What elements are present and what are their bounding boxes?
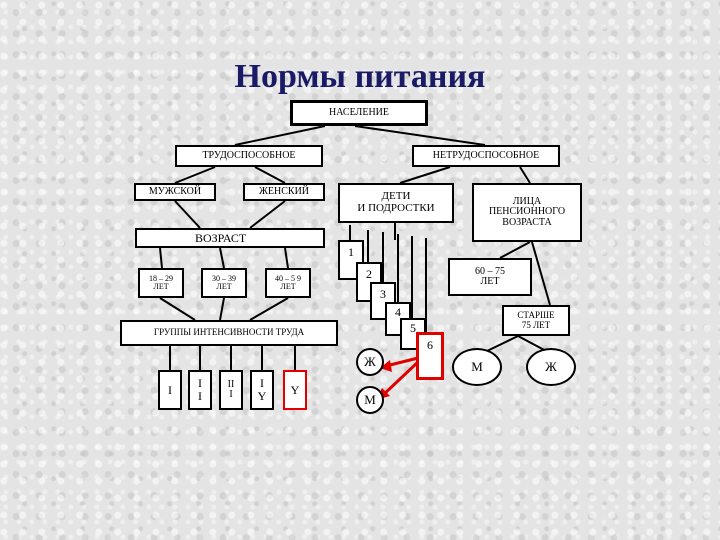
group-3-box: II I xyxy=(219,370,243,410)
group-5-box: Y xyxy=(283,370,307,410)
pensioners-box: ЛИЦА ПЕНСИОННОГО ВОЗРАСТА xyxy=(472,183,582,242)
children-male-circle: М xyxy=(356,386,384,414)
age-box: ВОЗРАСТ xyxy=(135,228,325,248)
age-18-29-box: 18 – 29 ЛЕТ xyxy=(138,268,184,298)
age-40-59-box: 40 – 5 9 ЛЕТ xyxy=(265,268,311,298)
group-2-box: I I xyxy=(188,370,212,410)
over-75-box: СТАРШЕ 75 ЛЕТ xyxy=(502,305,570,336)
group-4-box: I Y xyxy=(250,370,274,410)
children-female-circle: Ж xyxy=(356,348,384,376)
female-box: ЖЕНСКИЙ xyxy=(243,183,325,201)
children-group-6: 6 xyxy=(416,332,444,380)
population-box: НАСЕЛЕНИЕ xyxy=(290,100,428,126)
disabled-box: НЕТРУДОСПОСОБНОЕ xyxy=(412,145,560,167)
age-60-75-box: 60 – 75 ЛЕТ xyxy=(448,258,532,296)
pensioner-male-circle: М xyxy=(452,348,502,386)
age-30-39-box: 30 – 39 ЛЕТ xyxy=(201,268,247,298)
pensioner-female-circle: Ж xyxy=(526,348,576,386)
page-title: Нормы питания xyxy=(234,58,486,95)
male-box: МУЖСКОЙ xyxy=(134,183,216,201)
able-bodied-box: ТРУДОСПОСОБНОЕ xyxy=(175,145,323,167)
group-1-box: I xyxy=(158,370,182,410)
labor-groups-box: ГРУППЫ ИНТЕНСИВНОСТИ ТРУДА xyxy=(120,320,338,346)
children-box: ДЕТИ И ПОДРОСТКИ xyxy=(338,183,454,223)
